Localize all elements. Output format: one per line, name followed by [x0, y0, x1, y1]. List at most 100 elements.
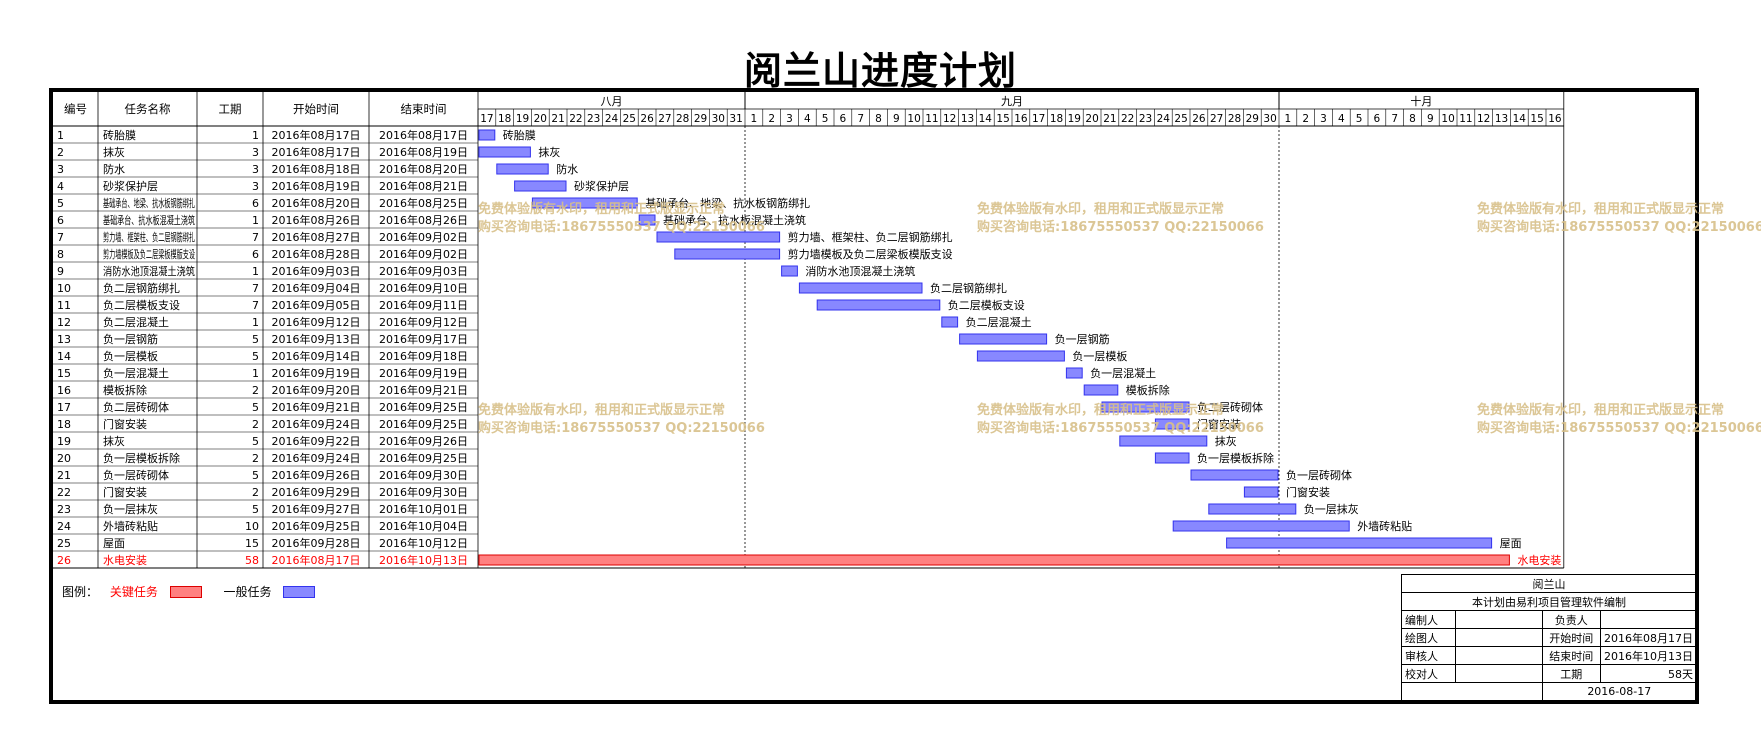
bar-label: 消防水池顶混凝土浇筑: [805, 264, 915, 278]
bar-label: 抹灰: [538, 145, 560, 159]
bar-label: 负一层砖砌体: [1286, 468, 1352, 482]
legend: 图例： 关键任务 一般任务: [62, 583, 323, 600]
info-reviewer-label: 审核人: [1401, 646, 1456, 665]
task-start: 2016年09月14日: [272, 349, 361, 363]
task-start: 2016年08月28日: [272, 247, 361, 261]
task-name: 抹灰: [103, 145, 125, 159]
day-label: 28: [1228, 113, 1241, 125]
bar-label: 砖胎膜: [503, 128, 536, 142]
task-end: 2016年09月30日: [379, 485, 468, 499]
bar-label: 屋面: [1500, 537, 1522, 550]
info-note: 本计划由易利项目管理软件编制: [1401, 592, 1697, 611]
gantt-bar: [1226, 537, 1493, 549]
info-duration: 58天: [1600, 664, 1697, 683]
watermark-line2: 购买咨询电话:18675550537 QQ:22150066: [1477, 220, 1761, 235]
day-label: 13: [961, 113, 974, 125]
watermark: 免费体验版有水印，租用和正式版显示正常购买咨询电话:18675550537 QQ…: [977, 402, 1264, 438]
day-label: 11: [1459, 113, 1472, 125]
task-duration: 7: [252, 282, 259, 295]
gantt-bar: [1172, 520, 1350, 532]
task-duration: 1: [252, 316, 259, 329]
task-duration: 15: [245, 537, 259, 550]
day-label: 5: [1356, 113, 1363, 125]
month-label: 九月: [1001, 95, 1023, 108]
watermark-line1: 免费体验版有水印，租用和正式版显示正常: [1477, 403, 1725, 418]
task-id: 3: [57, 163, 64, 176]
task-start: 2016年09月27日: [272, 502, 361, 516]
bar-label: 基础承台、地梁、抗水板钢筋绑扎: [645, 196, 810, 210]
task-name: 负二层混凝土: [103, 315, 169, 329]
watermark-line2: 购买咨询电话:18675550537 QQ:22150066: [478, 220, 765, 235]
task-id: 20: [57, 452, 71, 465]
info-editor: [1454, 610, 1543, 629]
info-start-label: 开始时间: [1541, 628, 1602, 647]
task-end: 2016年09月21日: [379, 383, 468, 397]
task-duration: 10: [245, 520, 259, 533]
task-end: 2016年08月21日: [379, 179, 468, 193]
task-start: 2016年09月22日: [272, 434, 361, 448]
task-end: 2016年10月13日: [379, 553, 468, 567]
task-id: 8: [57, 248, 64, 261]
watermark-line1: 免费体验版有水印，租用和正式版显示正常: [977, 202, 1225, 217]
bar-label: 门窗安装: [1286, 485, 1330, 499]
gantt-bar: [531, 197, 638, 209]
task-id: 4: [57, 180, 64, 193]
task-start: 2016年09月28日: [272, 536, 361, 550]
info-checker-label: 校对人: [1401, 664, 1456, 683]
task-id: 15: [57, 367, 71, 380]
task-end: 2016年09月25日: [379, 451, 468, 465]
task-id: 19: [57, 435, 71, 448]
day-label: 19: [516, 113, 529, 125]
day-label: 30: [1263, 113, 1276, 125]
day-label: 4: [1338, 113, 1345, 125]
task-start: 2016年09月24日: [272, 417, 361, 431]
info-drawer: [1454, 628, 1543, 647]
day-label: 19: [1068, 113, 1081, 125]
task-start: 2016年09月13日: [272, 332, 361, 346]
task-duration: 7: [252, 299, 259, 312]
task-id: 2: [57, 146, 64, 159]
task-end: 2016年10月12日: [379, 536, 468, 550]
bar-label: 模板拆除: [1126, 383, 1170, 397]
day-label: 17: [480, 113, 493, 125]
task-end: 2016年10月04日: [379, 519, 468, 533]
task-end: 2016年09月30日: [379, 468, 468, 482]
gantt-bar: [1101, 401, 1190, 413]
day-label: 27: [658, 113, 671, 125]
info-duration-label: 工期: [1541, 664, 1602, 683]
task-duration: 2: [252, 384, 259, 397]
day-label: 31: [729, 113, 742, 125]
task-end: 2016年09月12日: [379, 315, 468, 329]
day-label: 17: [1032, 113, 1045, 125]
task-duration: 2: [252, 486, 259, 499]
task-id: 21: [57, 469, 71, 482]
day-label: 13: [1495, 113, 1508, 125]
task-duration: 2: [252, 418, 259, 431]
info-owner-label: 负责人: [1541, 610, 1602, 629]
gantt-bar: [478, 146, 531, 158]
task-id: 16: [57, 384, 71, 397]
task-duration: 5: [252, 401, 259, 414]
task-name: 负一层混凝土: [103, 366, 169, 380]
header-start: 开始时间: [293, 102, 339, 116]
task-duration: 2: [252, 452, 259, 465]
legend-normal-swatch: [283, 585, 316, 598]
watermark-line1: 免费体验版有水印，租用和正式版显示正常: [977, 403, 1225, 418]
watermark-line2: 购买咨询电话:18675550537 QQ:22150066: [1477, 421, 1761, 436]
task-id: 9: [57, 265, 64, 278]
task-id: 12: [57, 316, 71, 329]
task-duration: 1: [252, 367, 259, 380]
task-name: 基础承台、抗水板混凝土浇筑: [103, 213, 195, 227]
day-label: 25: [623, 113, 636, 125]
task-duration: 6: [252, 197, 259, 210]
day-label: 4: [804, 113, 811, 125]
page-title: 阅兰山进度计划: [743, 48, 1017, 93]
task-name: 外墙砖粘贴: [103, 519, 158, 533]
bar-label: 负二层砖砌体: [1197, 400, 1263, 414]
gantt-bar: [1190, 469, 1279, 481]
day-label: 23: [1139, 113, 1152, 125]
task-id: 23: [57, 503, 71, 516]
header-id: 编号: [64, 102, 87, 116]
day-label: 28: [676, 113, 689, 125]
watermark: 免费体验版有水印，租用和正式版显示正常购买咨询电话:18675550537 QQ…: [478, 201, 765, 237]
